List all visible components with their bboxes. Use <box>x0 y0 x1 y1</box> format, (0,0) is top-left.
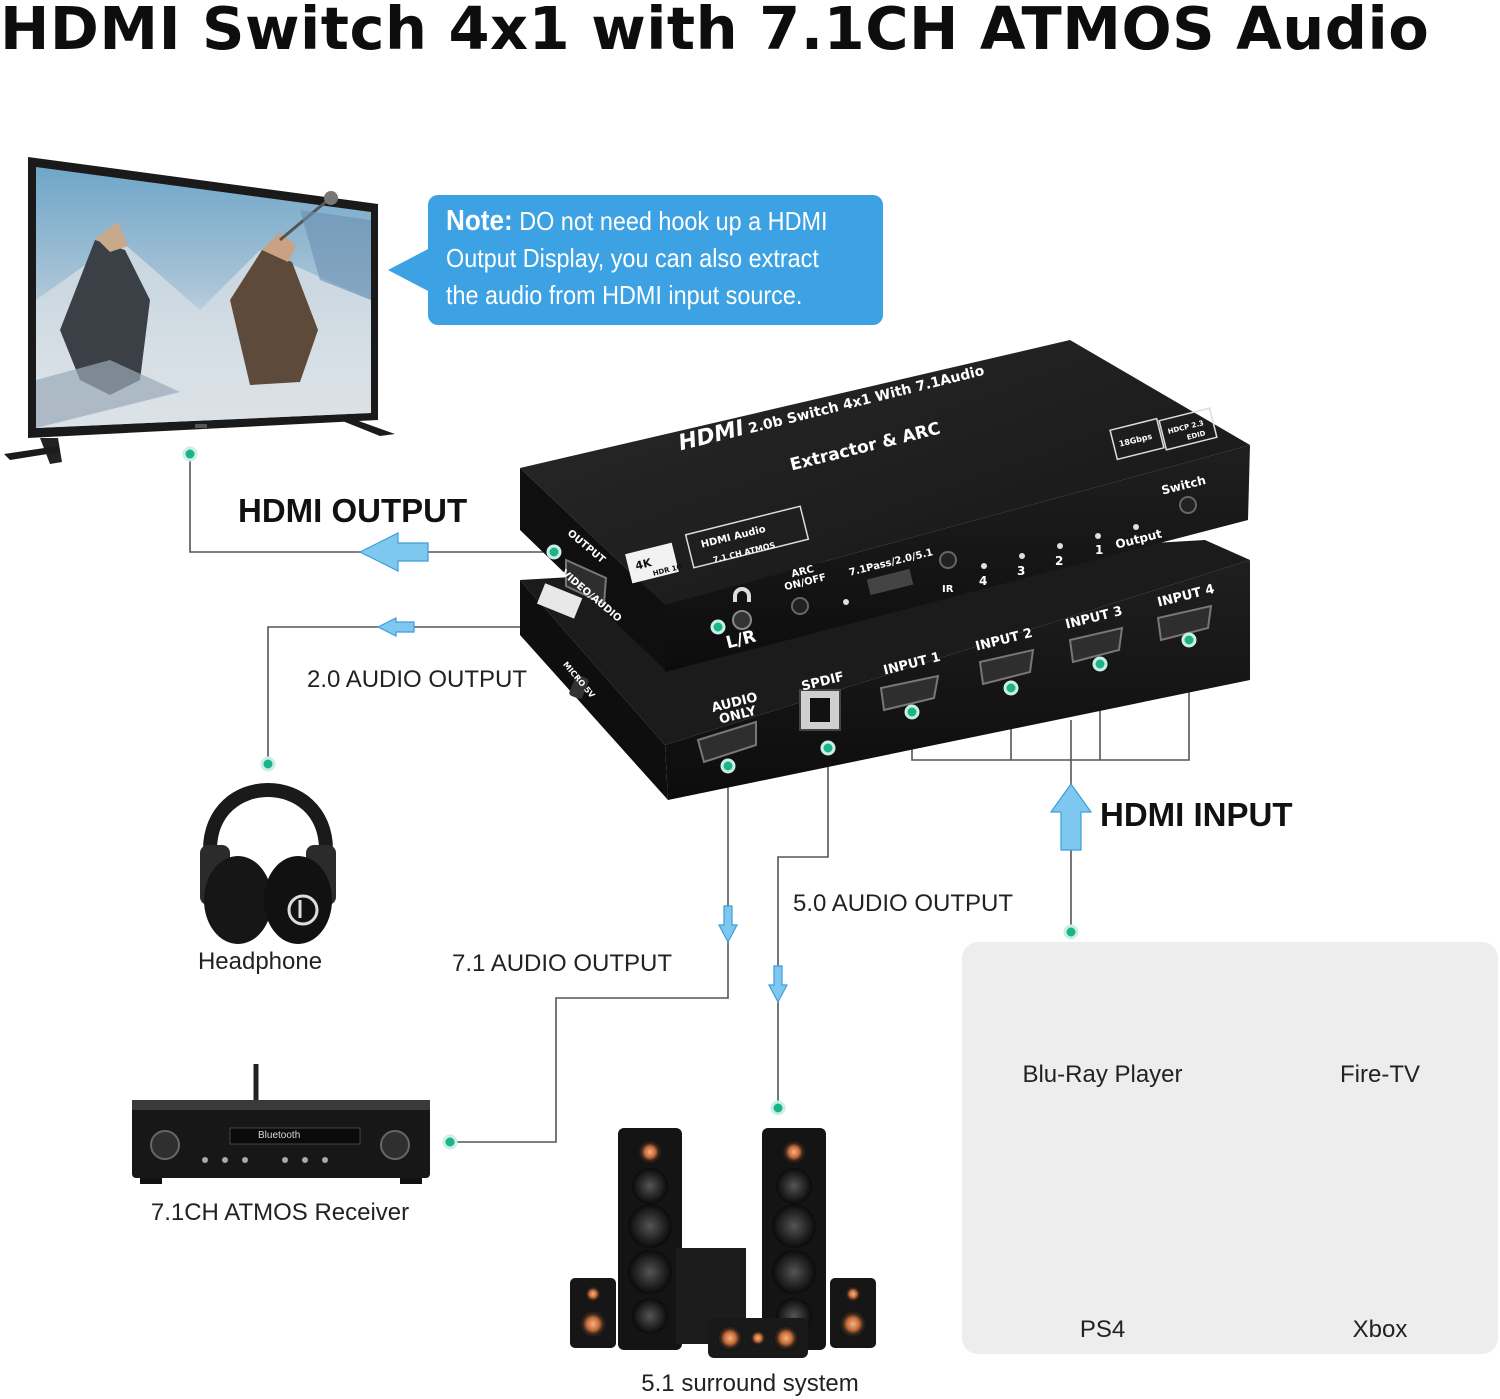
surround-speakers-icon <box>570 1128 876 1358</box>
signal-arrows <box>358 532 1093 1004</box>
note-callout <box>428 195 883 325</box>
note-callout-tail <box>388 248 430 292</box>
note-body: DO not need hook up a HDMI Output Displa… <box>446 206 828 310</box>
note-prefix: Note: <box>446 205 513 237</box>
switch-top-unit <box>520 340 1250 672</box>
receiver-display-text: Bluetooth <box>258 1130 301 1141</box>
headphone-label: Headphone <box>197 948 323 975</box>
led-label-4: 4 <box>979 574 988 588</box>
led-label-3: 3 <box>1017 564 1026 578</box>
connection-dots <box>182 446 1197 1150</box>
audio-20-output-label: 2.0 AUDIO OUTPUT <box>307 666 528 693</box>
ps4-label: PS4 <box>1079 1316 1126 1343</box>
led-label-2: 2 <box>1055 554 1064 568</box>
headphone-icon <box>200 783 336 944</box>
receiver-label: 7.1CH ATMOS Receiver <box>150 1199 410 1226</box>
audio-50-output-label: 5.0 AUDIO OUTPUT <box>793 890 1014 917</box>
xbox-label: Xbox <box>1352 1316 1408 1343</box>
note-text: Note: DO not need hook up a HDMI Output … <box>446 203 833 314</box>
page-title: HDMI Switch 4x1 with 7.1CH ATMOS Audio <box>0 0 1430 63</box>
firetv-label: Fire-TV <box>1340 1061 1420 1088</box>
tv-icon <box>4 157 395 464</box>
bluray-label: Blu-Ray Player <box>1022 1061 1183 1088</box>
receiver-icon <box>132 1064 430 1184</box>
audio-71-output-label: 7.1 AUDIO OUTPUT <box>452 950 673 977</box>
surround-label: 5.1 surround system <box>641 1370 859 1397</box>
hdmi-output-label: HDMI OUTPUT <box>238 492 468 529</box>
led-label-1: 1 <box>1095 543 1104 557</box>
hdmi-sources-panel <box>962 942 1498 1354</box>
hdmi-input-label: HDMI INPUT <box>1100 796 1293 833</box>
ir-label: IR <box>942 584 954 595</box>
